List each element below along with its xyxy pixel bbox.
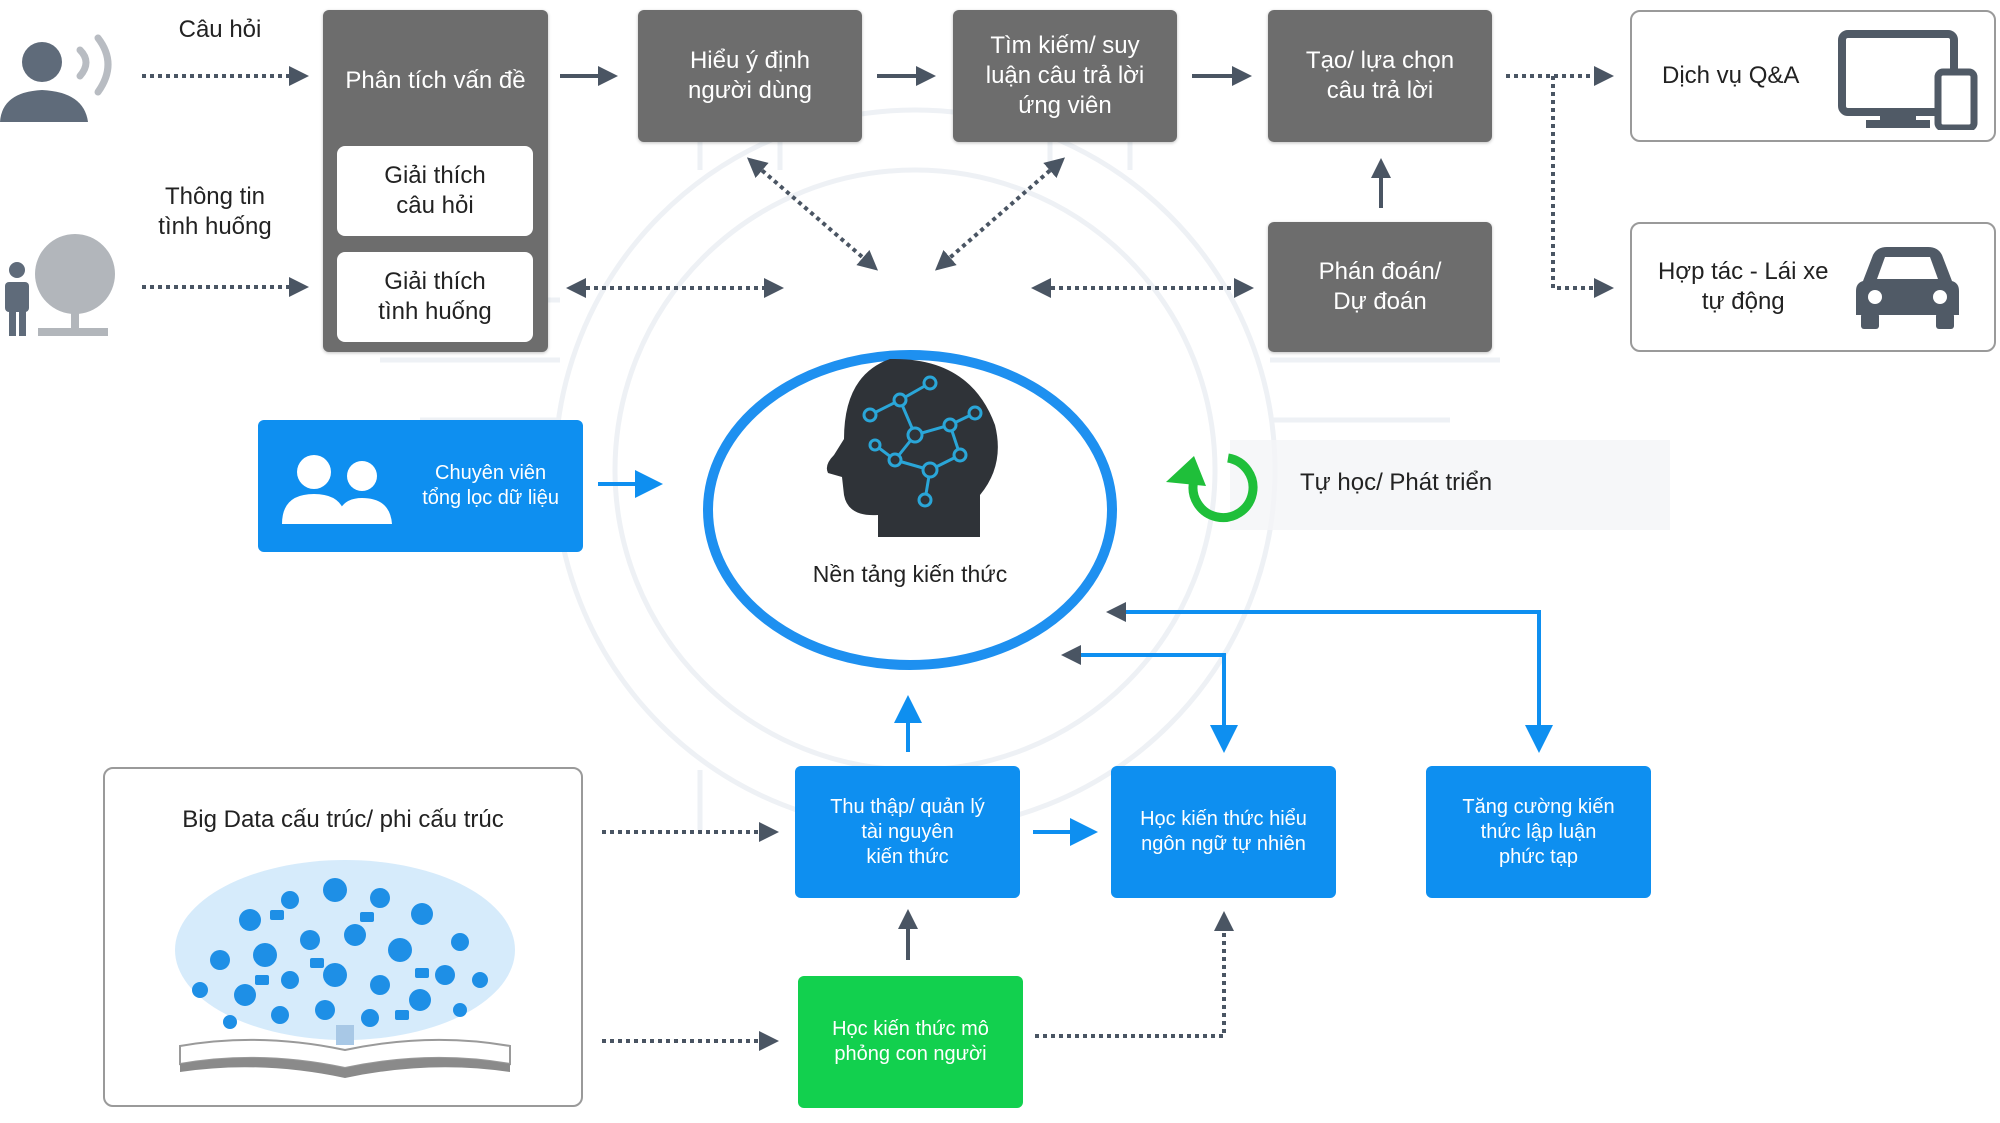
monitor-devices-icon [1838,30,1978,130]
reasoning-knowledge-box: Tăng cường kiến thức lập luận phức tạp [1426,766,1651,898]
knowledge-platform-label: Nền tảng kiến thức [812,561,1008,587]
question-label: Câu hỏi [178,16,262,43]
situation-label: Thông tin tình huống [158,183,272,240]
intent-box: Hiểu ý định người dùng [638,10,862,142]
collect-knowledge-box: Thu thập/ quản lý tài nguyên kiến thức [795,766,1020,898]
human-simulation-box: Học kiến thức mô phỏng con người [798,976,1023,1108]
car-icon [1856,247,1959,329]
book-cloud-icon [175,860,515,1078]
create-answer-box: Tạo/ lựa chọn câu trả lời [1268,10,1492,142]
explain-question-box: Giải thích câu hỏi [337,146,533,236]
speaker-person-icon [0,34,112,122]
brain-head-icon [826,358,998,537]
self-learning-label: Tự học/ Phát triển [1300,469,1493,496]
search-box: Tìm kiếm/ suy luận câu trả lời ứng viên [953,10,1177,142]
nlp-knowledge-box: Học kiến thức hiểu ngôn ngữ tự nhiên [1111,766,1336,898]
explain-situation-box: Giải thích tình huống [337,252,533,342]
analysis-title: Phân tích vấn đề [345,67,526,94]
person-tree-icon [5,234,115,336]
predict-box: Phán đoán/ Dự đoán [1268,222,1492,352]
users-icon [282,455,392,524]
autonomous-driving-box: Hợp tác - Lái xe tự động [1630,222,1996,352]
refresh-icon [1166,453,1258,523]
experts-box: Chuyên viên tổng lọc dữ liệu [258,420,583,552]
